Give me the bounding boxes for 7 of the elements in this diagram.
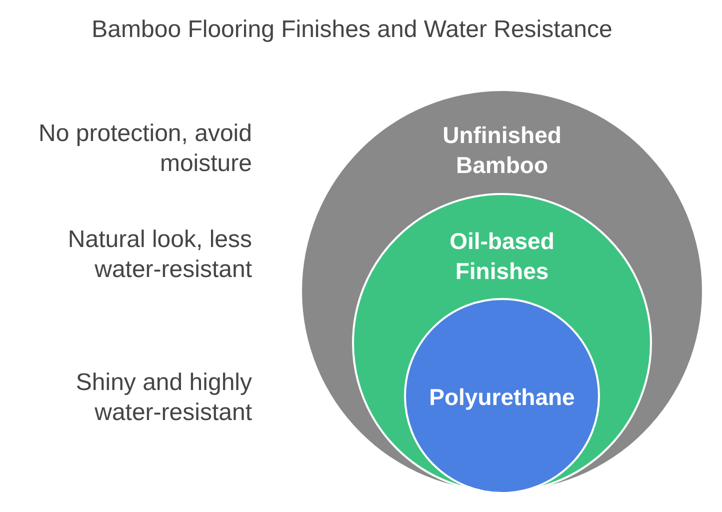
description-text: No protection, avoid moisture xyxy=(38,119,252,179)
circle-label: Oil-based Finishes xyxy=(448,227,556,286)
diagram-title: Bamboo Flooring Finishes and Water Resistance xyxy=(92,16,612,44)
circle-label: Polyurethane xyxy=(429,383,575,412)
description-text: Shiny and highly water-resistant xyxy=(74,368,252,428)
circle-label: Unfinished Bamboo xyxy=(442,121,562,180)
description-text: Natural look, less water-resistant xyxy=(66,225,252,285)
